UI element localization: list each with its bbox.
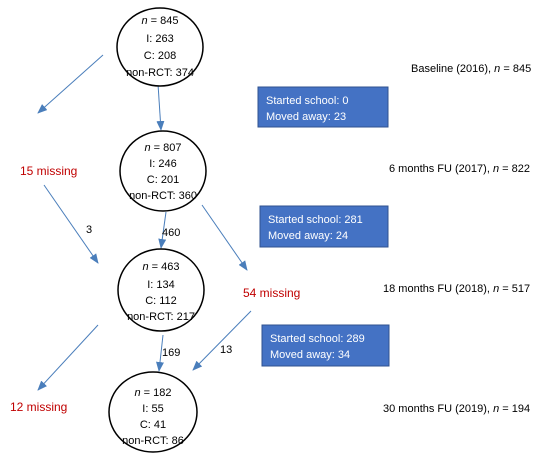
node-line: C: 112 — [145, 295, 177, 307]
arrow-fu18-to-fu30 — [156, 334, 164, 372]
info-box-1: Started school: 0 Moved away: 23 — [257, 86, 389, 128]
node-n-value: = 182 — [141, 387, 172, 399]
arrows — [37, 54, 252, 391]
node-line: C: 41 — [140, 419, 166, 431]
arrow-baseline-to-missing — [37, 54, 104, 114]
timepoint-6months: 6 months FU (2017), n = 822 — [389, 163, 530, 175]
arrow-label-169: 169 — [162, 347, 180, 359]
node-line: I: 246 — [149, 158, 177, 170]
timepoint-30months: 30 months FU (2019), n = 194 — [383, 403, 530, 415]
node-line: I: 55 — [142, 403, 163, 415]
info-box-line1: Started school: 281 — [268, 214, 363, 226]
timepoint-n-label: n — [493, 283, 499, 295]
node-line: non-RCT: 86 — [122, 435, 184, 447]
arrow-label-460: 460 — [162, 227, 180, 239]
timepoint-prefix: 18 months FU (2018), — [383, 283, 493, 295]
node-n-value: = 463 — [149, 261, 180, 273]
arrow-label-13: 13 — [220, 344, 232, 356]
arrow-missing15-to-fu18 — [43, 184, 99, 264]
timepoint-n-label: n — [493, 163, 499, 175]
node-n-label: n — [144, 142, 150, 154]
node-n-value: = 845 — [148, 15, 179, 27]
info-box-line1: Started school: 289 — [270, 333, 365, 345]
timepoint-18months: 18 months FU (2018), n = 517 — [383, 283, 530, 295]
node-line: non-RCT: 217 — [127, 311, 195, 323]
svg-text:n = 807: n = 807 — [144, 142, 181, 154]
node-n-label: n — [134, 387, 140, 399]
arrow-fu6-to-fu18 — [158, 211, 167, 249]
timepoint-n-value: = 194 — [499, 403, 530, 415]
arrow-baseline-to-fu6 — [156, 83, 165, 131]
node-n-label: n — [142, 261, 148, 273]
info-box-line1: Started school: 0 — [266, 95, 349, 107]
timepoint-baseline: Baseline (2016), n = 845 — [411, 63, 531, 75]
node-line: C: 208 — [144, 50, 176, 62]
timepoint-n-value: = 822 — [499, 163, 530, 175]
node-line: I: 263 — [146, 33, 174, 45]
timepoint-n-label: n — [494, 63, 500, 75]
timepoint-n-label: n — [493, 403, 499, 415]
arrow-fu18-to-missing12 — [37, 324, 99, 391]
node-baseline: n = 845 I: 263 C: 208 non-RCT: 374 — [116, 7, 204, 87]
missing-label-54: 54 missing — [243, 286, 300, 300]
node-line: non-RCT: 374 — [126, 67, 194, 79]
node-fu18: n = 463 I: 134 C: 112 non-RCT: 217 — [117, 248, 205, 332]
timepoint-n-value: = 845 — [500, 63, 531, 75]
info-box-2: Started school: 281 Moved away: 24 — [259, 205, 389, 248]
timepoint-prefix: Baseline (2016), — [411, 63, 494, 75]
missing-label-12: 12 missing — [10, 400, 67, 414]
node-fu30: n = 182 I: 55 C: 41 non-RCT: 86 — [108, 371, 198, 453]
info-box-line2: Moved away: 24 — [268, 230, 348, 242]
timepoint-prefix: 6 months FU (2017), — [389, 163, 493, 175]
info-box-line2: Moved away: 23 — [266, 111, 346, 123]
info-box-line2: Moved away: 34 — [270, 349, 350, 361]
arrow-fu6-to-missing54 — [201, 204, 248, 271]
node-line: non-RCT: 360 — [129, 190, 197, 202]
node-line: C: 201 — [147, 174, 179, 186]
timepoint-prefix: 30 months FU (2019), — [383, 403, 493, 415]
info-box-3: Started school: 289 Moved away: 34 — [261, 324, 390, 367]
node-line: I: 134 — [147, 279, 175, 291]
arrow-missing54-to-fu30 — [192, 310, 252, 371]
svg-text:n = 182: n = 182 — [134, 387, 171, 399]
timepoint-n-value: = 517 — [499, 283, 530, 295]
arrow-label-3: 3 — [86, 224, 92, 236]
node-n-label: n — [141, 15, 147, 27]
missing-label-15: 15 missing — [20, 164, 77, 178]
svg-text:n = 463: n = 463 — [142, 261, 179, 273]
svg-text:n = 845: n = 845 — [141, 15, 178, 27]
node-n-value: = 807 — [151, 142, 182, 154]
node-fu6: n = 807 I: 246 C: 201 non-RCT: 360 — [119, 130, 207, 212]
